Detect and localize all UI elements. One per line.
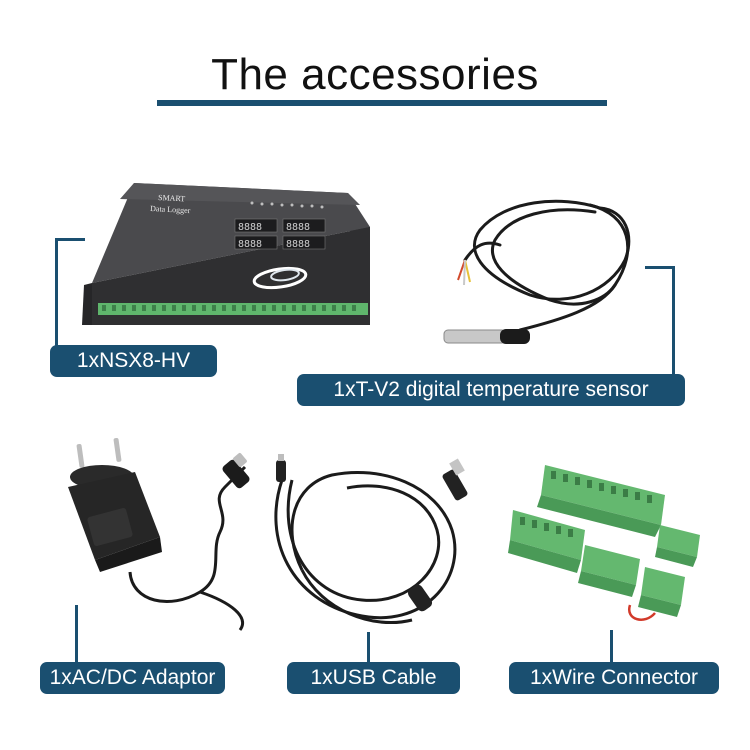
sensor-label: 1xT-V2 digital temperature sensor [297, 374, 685, 406]
usb-leader [367, 632, 370, 664]
wire-connector-image [508, 465, 700, 621]
adaptor-leader [75, 605, 78, 665]
connector-leader [610, 630, 613, 664]
svg-text:8888: 8888 [238, 222, 262, 233]
adaptor-image [68, 437, 250, 631]
temperature-sensor-image [443, 199, 631, 344]
data-logger-image: SMART Data Logger 8888 8888 8888 8888 [82, 183, 370, 325]
device-model-text: Data Logger [150, 204, 191, 215]
usb-cable-image [274, 454, 468, 625]
svg-text:8888: 8888 [286, 222, 310, 233]
sensor-leader-horizontal [645, 266, 675, 269]
page-title: The accessories [211, 50, 539, 99]
logger-leader-vertical [55, 238, 58, 348]
svg-text:8888: 8888 [286, 239, 310, 250]
device-brand-text: SMART [158, 193, 186, 203]
title-underline [157, 100, 607, 106]
usb-label: 1xUSB Cable [287, 662, 460, 694]
logger-leader-horizontal [55, 238, 85, 241]
sensor-leader-vertical [672, 266, 675, 376]
adaptor-label: 1xAC/DC Adaptor [40, 662, 225, 694]
svg-text:8888: 8888 [238, 239, 262, 250]
logger-label: 1xNSX8-HV [50, 345, 217, 377]
connector-label: 1xWire Connector [509, 662, 719, 694]
